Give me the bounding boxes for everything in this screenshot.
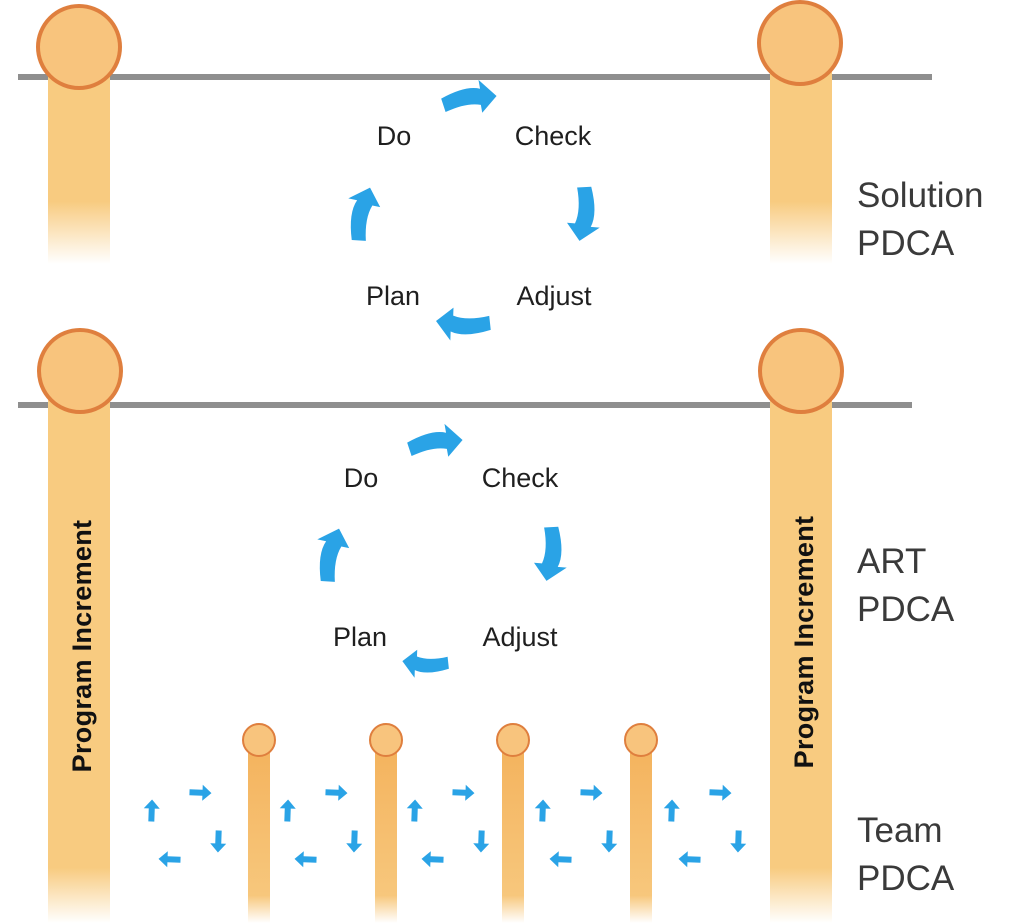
team-level-line1: Team bbox=[857, 811, 943, 850]
art-check-label: Check bbox=[482, 463, 559, 493]
art-arrow-adjust-plan-icon bbox=[401, 649, 450, 679]
solution-arrow-plan-do-icon bbox=[340, 183, 384, 245]
art-level-line1: ART bbox=[857, 542, 926, 581]
art-arrow-check-adjust-icon bbox=[532, 524, 571, 583]
solution-check-label: Check bbox=[515, 121, 592, 151]
solution-arrow-do-check-icon bbox=[439, 77, 499, 120]
art-adjust-label: Adjust bbox=[482, 622, 558, 652]
solution-arrow-check-adjust-icon bbox=[565, 184, 604, 243]
iteration-milestone-1 bbox=[242, 723, 276, 757]
art-arrow-plan-do-icon bbox=[309, 524, 353, 586]
program-increment-pillar-right bbox=[770, 372, 832, 923]
team-cycle-5-icon bbox=[663, 784, 747, 868]
solution-arrow-adjust-plan-icon bbox=[435, 306, 492, 342]
team-level-line2: PDCA bbox=[857, 859, 955, 898]
solution-plan-label: Plan bbox=[366, 281, 420, 311]
team-cycle-4-icon bbox=[534, 784, 618, 868]
art-milestone-right bbox=[758, 328, 844, 414]
art-milestone-left bbox=[37, 328, 123, 414]
program-increment-label-right: Program Increment bbox=[789, 516, 819, 769]
program-increment-pillar-left bbox=[48, 372, 110, 923]
iteration-milestone-4 bbox=[624, 723, 658, 757]
solution-level-line2: PDCA bbox=[857, 224, 955, 263]
iteration-pillar-3 bbox=[502, 740, 524, 923]
iteration-milestone-2 bbox=[369, 723, 403, 757]
iteration-pillar-4 bbox=[630, 740, 652, 923]
iteration-pillar-2 bbox=[375, 740, 397, 923]
solution-level-line1: Solution bbox=[857, 176, 983, 215]
team-cycle-1-icon bbox=[143, 784, 227, 868]
art-level-line2: PDCA bbox=[857, 590, 955, 629]
art-do-label: Do bbox=[344, 463, 379, 493]
solution-adjust-label: Adjust bbox=[516, 281, 592, 311]
solution-do-label: Do bbox=[377, 121, 412, 151]
iteration-pillar-1 bbox=[248, 740, 270, 923]
team-cycle-3-icon bbox=[406, 784, 490, 868]
art-arrow-do-check-icon bbox=[405, 421, 465, 464]
program-increment-label-left: Program Increment bbox=[67, 520, 97, 773]
art-plan-label: Plan bbox=[333, 622, 387, 652]
team-cycle-2-icon bbox=[279, 784, 363, 868]
solution-milestone-right bbox=[757, 0, 843, 86]
iteration-milestone-3 bbox=[496, 723, 530, 757]
solution-milestone-left bbox=[36, 4, 122, 90]
